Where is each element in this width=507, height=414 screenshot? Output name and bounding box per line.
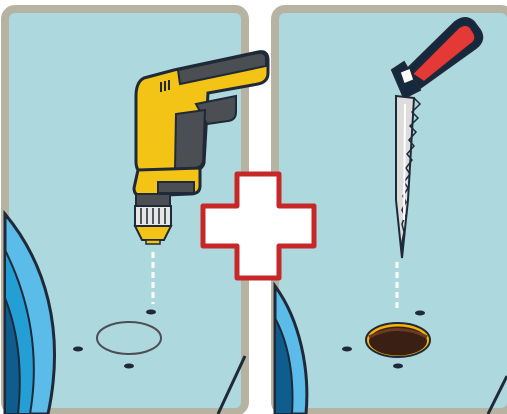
cut-hole-icon xyxy=(366,323,430,357)
